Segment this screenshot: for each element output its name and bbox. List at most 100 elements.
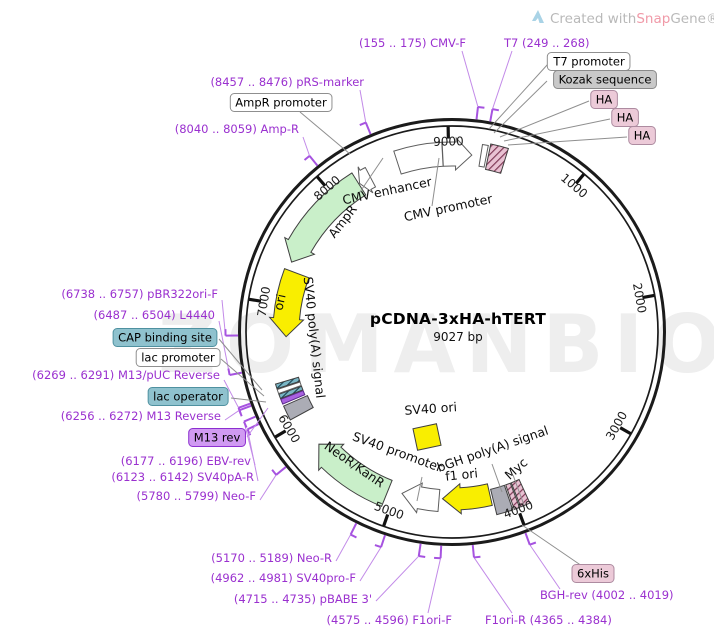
- feature-lac-promoter-site[interactable]: [276, 381, 302, 395]
- primer-tick-L4440: [229, 371, 243, 376]
- primer-tick-M13/pUC Reverse: [238, 402, 251, 409]
- feature-ha-tags[interactable]: [484, 143, 510, 174]
- primer-leader-F1ori-F: [427, 558, 442, 614]
- primer-label-T7[interactable]: T7 (249 .. 268): [503, 36, 590, 50]
- callout-cap-binding-site[interactable]: CAP binding site: [112, 328, 218, 347]
- tick-8000: [316, 175, 327, 187]
- primer-hook-L4440: [227, 368, 231, 376]
- primer-hook-SV40pA-R: [246, 428, 252, 436]
- primer-label-Amp-R[interactable]: (8040 .. 8059) Amp-R: [175, 122, 299, 136]
- primer-label-SV40pA-R[interactable]: (6123 .. 6142) SV40pA-R: [111, 470, 254, 484]
- feature-m13-rev-site[interactable]: [280, 389, 306, 405]
- primer-label-M13/pUC Reverse[interactable]: (6269 .. 6291) M13/pUC Reverse: [32, 368, 220, 382]
- callout-6xhis[interactable]: 6xHis: [571, 564, 615, 583]
- feature-leader-line: [416, 476, 423, 502]
- svg-text:HA: HA: [617, 111, 634, 125]
- primer-leader-SV40pro-F: [359, 546, 382, 582]
- callout-ampr-promoter[interactable]: AmpR promoter: [229, 93, 333, 112]
- primer-label-F1ori-R[interactable]: F1ori-R (4365 .. 4384): [485, 613, 612, 627]
- tick-label-6000: 6000: [275, 412, 303, 445]
- feature-leader-line: [431, 157, 440, 207]
- primer-hook-CMV-F: [477, 105, 485, 109]
- callout-lac-promoter[interactable]: lac promoter: [135, 348, 221, 367]
- primer-tick-EBV-rev: [243, 415, 256, 423]
- feature-bgh-pa[interactable]: [489, 484, 514, 516]
- feature-label-myc-tag[interactable]: Myc: [502, 455, 531, 483]
- tick-1000: [574, 173, 585, 185]
- callout-kozak-sequence[interactable]: Kozak sequence: [553, 70, 657, 89]
- primer-label-CMV-F[interactable]: (155 .. 175) CMV-F: [359, 36, 466, 50]
- callout-leader: [299, 111, 351, 155]
- feature-label-ori[interactable]: ori: [271, 293, 289, 312]
- callout-t7-promoter[interactable]: T7 promoter: [546, 52, 631, 71]
- feature-neor-kanr[interactable]: [318, 443, 393, 507]
- primer-leader-M13 Reverse: [224, 409, 240, 421]
- callout-m13-rev[interactable]: M13 rev: [188, 428, 246, 447]
- feature-t7-promoter-site[interactable]: [478, 143, 489, 168]
- credit-brand-snap: Snap: [636, 11, 671, 27]
- primer-label-M13 Reverse[interactable]: (6256 .. 6272) M13 Reverse: [61, 409, 221, 423]
- feature-label-cmv-promoter[interactable]: CMV promoter: [402, 191, 494, 225]
- svg-text:Kozak sequence: Kozak sequence: [559, 73, 652, 87]
- primer-hook-Neo-R: [350, 533, 357, 539]
- callout-ha[interactable]: HA: [611, 108, 639, 127]
- tick-2000: [642, 293, 655, 300]
- credit-prefix: Created with: [550, 11, 637, 27]
- feature-ampr[interactable]: [283, 172, 367, 263]
- primer-hook-Amp-R: [303, 155, 311, 161]
- tick-label-7000: 7000: [255, 285, 274, 317]
- feature-label-f1-ori[interactable]: f1 ori: [445, 465, 479, 483]
- plasmid-backbone-inner: [245, 125, 659, 539]
- primer-label-pBABE 3'[interactable]: (4715 .. 4735) pBABE 3': [234, 592, 372, 606]
- feature-lac-operator-site[interactable]: [278, 385, 304, 400]
- tick-label-3000: 3000: [603, 409, 630, 442]
- primer-hook-M13 Reverse: [238, 409, 243, 417]
- primer-label-Neo-F[interactable]: (5780 .. 5799) Neo-F: [137, 489, 256, 503]
- feature-sv40-pa[interactable]: [282, 394, 314, 421]
- primer-label-SV40pro-F[interactable]: (4962 .. 4981) SV40pro-F: [211, 571, 356, 585]
- primer-label-pBR322ori-F[interactable]: (6738 .. 6757) pBR322ori-F: [61, 287, 218, 301]
- tick-label-9000: 9000: [433, 134, 464, 149]
- callout-ha[interactable]: HA: [590, 90, 618, 109]
- plasmid-backbone-outer: [238, 118, 666, 546]
- primer-tick-pRS-marker: [364, 122, 372, 135]
- feature-cap-binding-site[interactable]: [274, 376, 301, 390]
- primer-tick-CMV-F: [475, 106, 479, 120]
- primer-label-L4440[interactable]: (6487 .. 6504) L4440: [94, 308, 215, 322]
- feature-f1-ori[interactable]: [441, 482, 493, 515]
- snapgene-credit: Created with Snap Gene®: [531, 9, 714, 29]
- primer-label-pRS-marker[interactable]: (8457 .. 8476) pRS-marker: [210, 75, 364, 89]
- callout-lac-operator[interactable]: lac operator: [147, 387, 229, 406]
- primer-tick-M13 Reverse: [239, 404, 252, 412]
- callout-leader: [493, 80, 548, 134]
- primer-leader-SV40pA-R: [246, 429, 259, 482]
- feature-ampr-promoter-site[interactable]: [357, 166, 377, 194]
- primer-label-BGH-rev[interactable]: BGH-rev (4002 .. 4019): [540, 588, 674, 602]
- feature-sv40-promoter[interactable]: [401, 482, 441, 514]
- tick-6000: [274, 429, 287, 439]
- primer-hook-T7: [492, 108, 500, 112]
- feature-leader-line: [359, 157, 384, 193]
- callout-ha[interactable]: HA: [628, 126, 656, 145]
- primer-tick-BGH-rev: [524, 532, 531, 546]
- feature-his-tag[interactable]: [505, 482, 521, 511]
- feature-ori[interactable]: [268, 267, 310, 338]
- primer-label-Neo-R[interactable]: (5170 .. 5189) Neo-R: [211, 551, 332, 565]
- primer-leader-BGH-rev: [529, 544, 561, 590]
- primer-label-EBV-rev[interactable]: (6177 .. 6196) EBV-rev: [121, 454, 251, 468]
- tick-label-5000: 5000: [372, 499, 405, 522]
- primer-leader-T7: [491, 50, 513, 110]
- tick-5000: [382, 513, 390, 527]
- feature-myc-tag[interactable]: [510, 478, 531, 508]
- primer-tick-F1ori-R: [471, 544, 475, 558]
- callout-leader: [230, 397, 267, 403]
- primer-hook-BGH-rev: [529, 541, 537, 546]
- feature-cmv-promoter[interactable]: [441, 136, 473, 172]
- primer-label-F1ori-F[interactable]: (4575 .. 4596) F1ori-F: [327, 613, 452, 627]
- primer-tick-Neo-F: [275, 466, 287, 476]
- primer-leader-L4440: [218, 320, 231, 376]
- feature-label-sv40-ori[interactable]: SV40 ori: [404, 399, 458, 418]
- feature-sv40-ori[interactable]: [412, 423, 442, 451]
